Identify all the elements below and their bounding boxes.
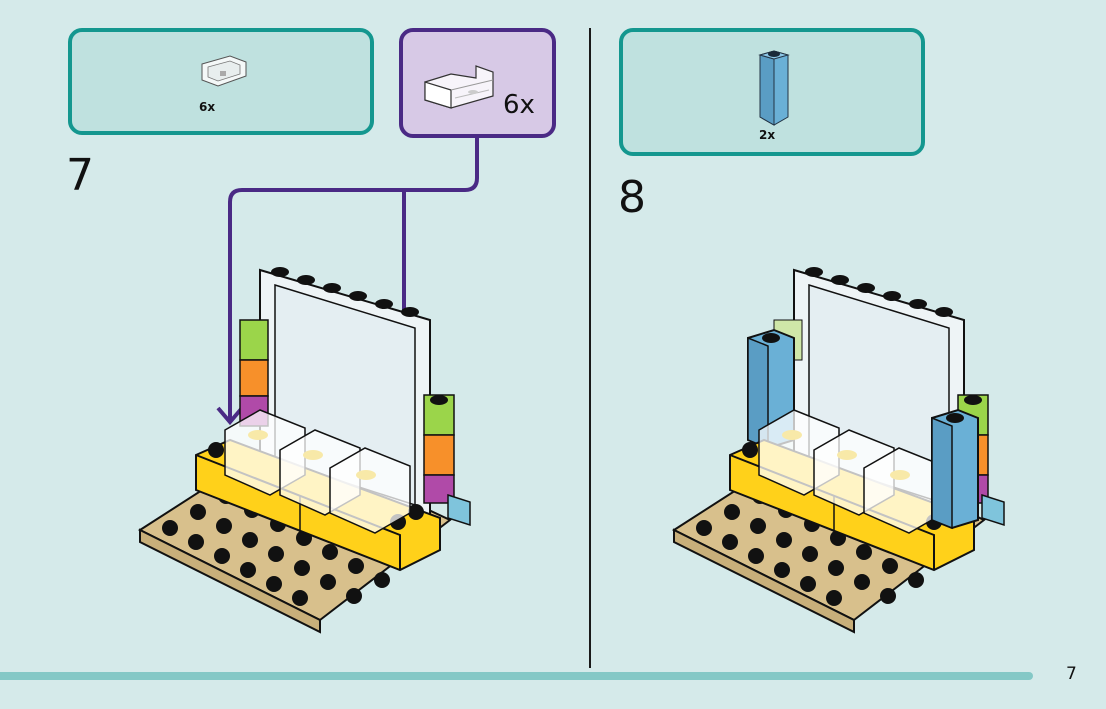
step7-subassembly-box: 6x — [399, 28, 556, 138]
footer-bar — [0, 672, 1033, 680]
step8-part-quantity: 2x — [759, 128, 776, 142]
step7-number: 7 — [66, 150, 94, 201]
step7-model-illustration — [137, 267, 471, 634]
step8-number: 8 — [618, 172, 646, 223]
step8-parts-box: 2x — [619, 28, 925, 156]
step8-model-illustration — [671, 267, 1005, 634]
page-number: 7 — [1066, 664, 1077, 684]
step7-subassembly-quantity: 6x — [503, 90, 535, 120]
light-blue-brick-icon — [758, 50, 790, 126]
transparent-container-icon — [201, 55, 247, 87]
transparent-container-subassembly-icon — [424, 65, 494, 109]
step7-parts-box: 6x — [68, 28, 374, 135]
step7-part-quantity: 6x — [199, 100, 216, 114]
step-divider — [589, 28, 591, 668]
